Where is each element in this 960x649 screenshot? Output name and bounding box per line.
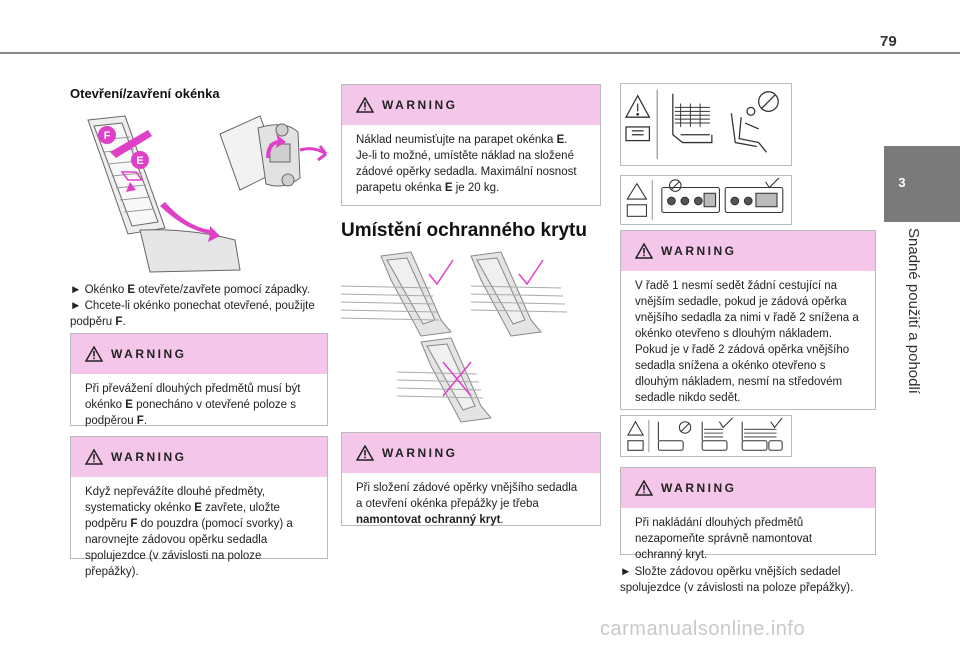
warning-text: Když nepřevážíte dlouhé předměty, system… [85,486,293,578]
warning-header: WARNING [621,468,875,508]
warning-title: WARNING [111,450,187,464]
label-f: F [104,130,111,142]
warning-box-sill-load: WARNING Náklad neumisťujte na parapet ok… [341,84,601,206]
section-heading-cover: Umístění ochranného krytu [341,220,587,241]
pictogram-seat-rows [620,175,792,225]
bullet-keep-open: ► Chcete-li okénko ponechat otevřené, po… [70,300,315,328]
warning-text: Při složení zádové opěrky vnějšího sedad… [356,482,578,526]
warning-triangle-icon [635,243,653,259]
warning-header: WARNING [342,85,600,125]
warning-title: WARNING [382,98,458,112]
warning-triangle-icon [635,480,653,496]
label-e: E [136,155,143,167]
warning-title: WARNING [661,244,737,258]
warning-header: WARNING [71,334,327,374]
chapter-title: Snadné použití a pohodlí [905,228,922,394]
warning-box-install-cover: WARNING Při složení zádové opěrky vnější… [341,432,601,526]
chapter-tab [884,146,960,222]
section-heading-window: Otevření/zavření okénka [70,86,220,101]
warning-title: WARNING [661,481,737,495]
warning-text: Při nakládání dlouhých předmětů nezapome… [635,517,813,561]
warning-header: WARNING [621,231,875,271]
pictogram-seat-positions [620,415,792,457]
window-latch-illustration: F E [70,110,328,278]
warning-header: WARNING [71,437,327,477]
warning-box-passengers: WARNING V řadě 1 nesmí sedět žádní cestu… [620,230,876,410]
warning-box-long-objects: WARNING Při převážení dlouhých předmětů … [70,333,328,427]
warning-box-loading: WARNING Při nakládání dlouhých předmětů … [620,467,876,561]
header-divider [0,52,960,54]
warning-text: V řadě 1 nesmí sedět žádní cestující na … [635,280,859,404]
warning-text: Náklad neumisťujte na parapet okénka E. … [356,134,577,194]
warning-title: WARNING [111,347,187,361]
warning-triangle-icon [85,346,103,362]
protective-cover-illustration [341,250,601,432]
warning-box-no-long-objects: WARNING Když nepřevážíte dlouhé předměty… [70,436,328,578]
warning-triangle-icon [356,97,374,113]
watermark: carmanualsonline.info [600,618,806,640]
warning-triangle-icon [85,449,103,465]
warning-triangle-icon [356,445,374,461]
pictogram-no-passenger [620,83,792,166]
warning-text: Při převážení dlouhých předmětů musí být… [85,383,301,427]
warning-header: WARNING [342,433,600,473]
warning-title: WARNING [382,446,458,460]
bullet-open-close: ► Okénko E otevřete/zavřete pomocí západ… [70,284,311,296]
chapter-number: 3 [898,175,906,190]
page-number: 79 [880,33,897,50]
bullet-fold-backrest: ► Složte zádovou opěrku vnějších sedadel… [620,566,854,594]
